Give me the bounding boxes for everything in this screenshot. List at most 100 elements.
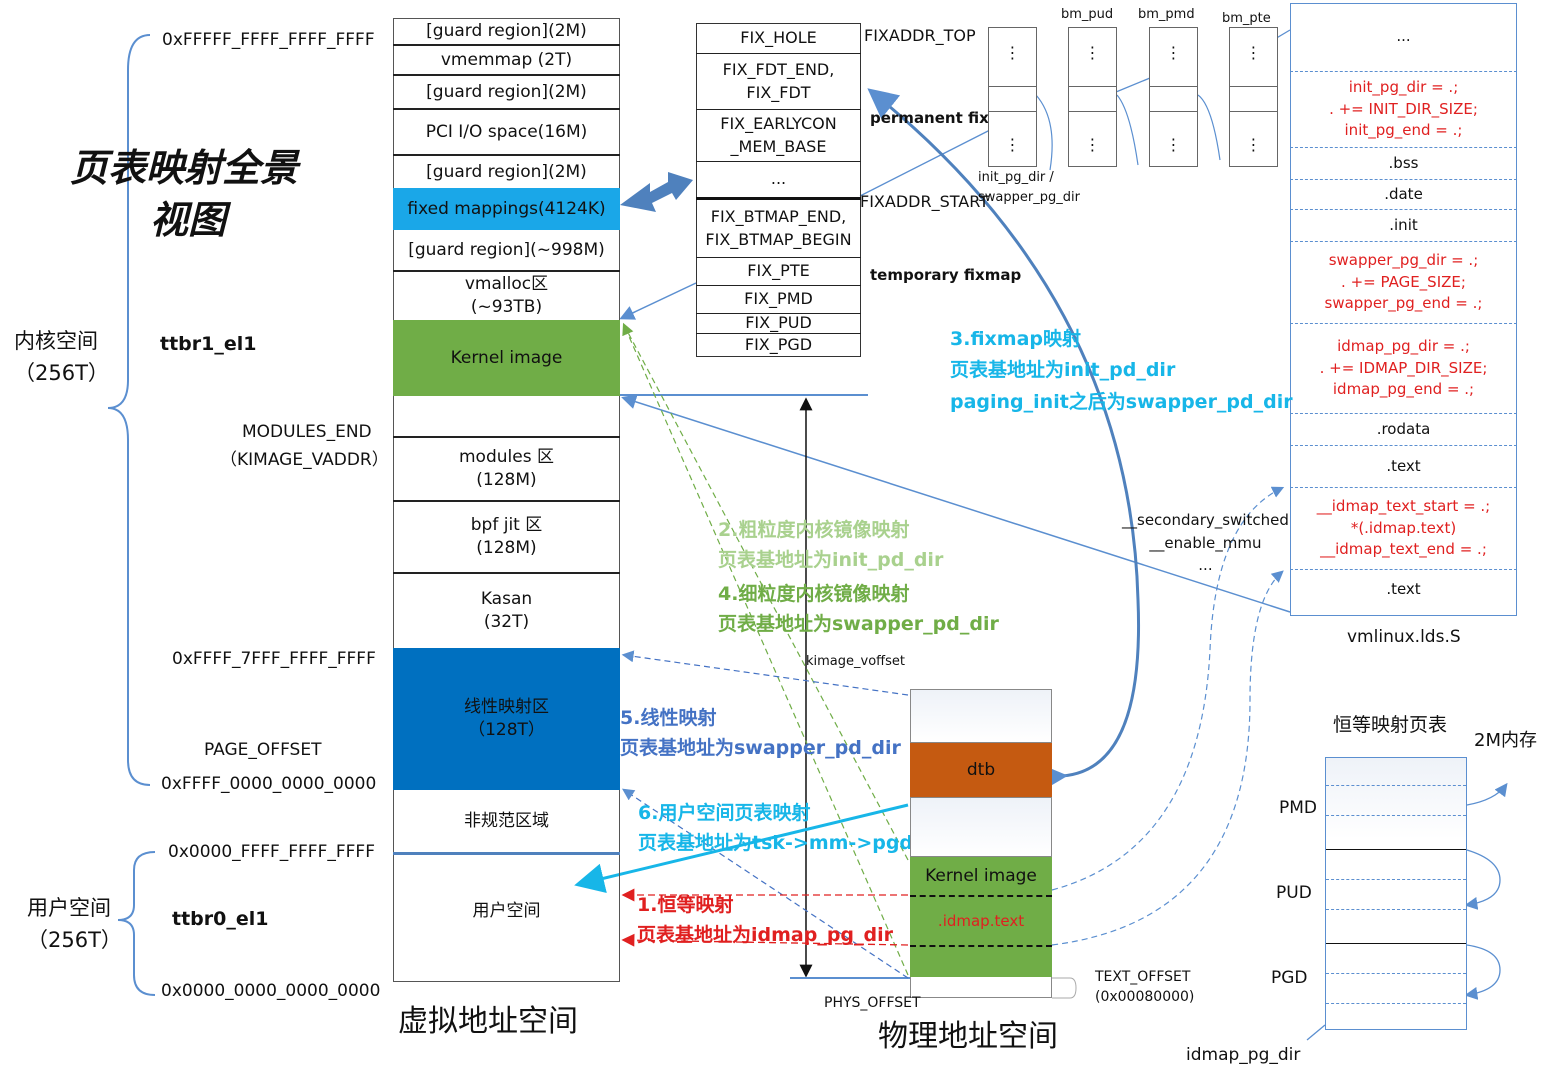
fixmap-double-arrow	[620, 172, 693, 212]
phys-dtb: dtb	[910, 743, 1052, 797]
fixmap-curve	[867, 88, 1141, 793]
lds-caption: vmlinux.lds.S	[1347, 627, 1461, 647]
divider	[1326, 943, 1466, 944]
annotation-coarse-mapping: 2.粗粒度内核镜像映射 页表基地址为init_pd_dir	[718, 519, 944, 572]
lds-row-init: .init	[1290, 209, 1517, 241]
dots: ⋮	[1004, 135, 1021, 154]
vregion-guard-1: [guard region](2M)	[393, 18, 620, 44]
pud-label: PUD	[1276, 883, 1312, 903]
kimage-voffset-label: kimage_voffset	[806, 654, 905, 669]
dots: ⋮	[1004, 43, 1021, 62]
vregion-fixed-mappings: fixed mappings(4124K)	[393, 188, 620, 230]
vregion-vmalloc: vmalloc区 (~93TB)	[393, 270, 620, 320]
annotation-fine-mapping: 4.细粒度内核镜像映射 页表基地址为swapper_pd_dir	[718, 583, 999, 636]
bm-pud-table: ⋮ ⋮	[1068, 27, 1117, 167]
identity-table	[1325, 757, 1467, 1030]
entry	[1230, 86, 1277, 112]
dots: ⋮	[1245, 135, 1262, 154]
vregion-kernel-image: Kernel image	[393, 320, 620, 396]
vregion-guard-2: [guard region](2M)	[393, 74, 620, 108]
dots: ⋮	[1165, 43, 1182, 62]
annotation-identity-mapping: 1.恒等映射 页表基地址为idmap_pg_dir	[637, 894, 894, 947]
lds-row-date: .date	[1290, 179, 1517, 209]
divider	[1326, 1003, 1466, 1004]
vregion-user-space: 用户空间	[393, 852, 620, 968]
vregion-non-canonical: 非规范区域	[464, 810, 549, 831]
fixmap-row-pud: FIX_PUD	[696, 313, 861, 333]
pgd-label: PGD	[1271, 968, 1308, 988]
dots: ⋮	[1165, 135, 1182, 154]
phys-kernel-image: Kernel image	[910, 857, 1052, 897]
lds-row-bss: .bss	[1290, 147, 1517, 179]
divider	[1326, 909, 1466, 910]
ttbr0-label: ttbr0_el1	[172, 908, 269, 930]
bm-pte-label: bm_pte	[1222, 11, 1271, 26]
addr-user-top: 0x0000_FFFF_FFFF_FFFF	[168, 842, 375, 862]
phys-idmap-text: .idmap.text	[910, 897, 1052, 947]
fixmap-row-ellipsis: ...	[696, 161, 861, 197]
lds-row-text-2: .text	[1290, 569, 1517, 609]
fixmap-row-btmap: FIX_BTMAP_END, FIX_BTMAP_BEGIN	[696, 197, 861, 257]
phys-kernel-tail	[910, 947, 1052, 977]
vregion-modules: modules 区 (128M)	[393, 436, 620, 500]
entry	[1150, 86, 1197, 112]
dots: ⋮	[1084, 135, 1101, 154]
user-space-size: （256T）	[27, 928, 122, 952]
permanent-fixmap-label: permanent fixm	[870, 109, 1005, 127]
annotation-fixmap: 3.fixmap映射 页表基地址为init_pd_dir paging_init…	[950, 328, 1293, 413]
addr-top: 0xFFFFF_FFFF_FFFF_FFFF	[162, 30, 375, 50]
divider	[1326, 785, 1466, 786]
vregion-guard-3: [guard region](2M)	[393, 154, 620, 188]
annotation-linear-mapping: 5.线性映射 页表基地址为swapper_pd_dir	[620, 707, 901, 760]
vregion-guard-4: [guard region](~998M)	[408, 239, 605, 260]
fixmap-row-pte: FIX_PTE	[696, 257, 861, 285]
phys-offset-label: PHYS_OFFSET	[824, 995, 921, 1011]
annotation-user-mapping: 6.用户空间页表映射 页表基地址为tsk->mm->pgd	[638, 802, 914, 855]
user-space-label: 用户空间	[27, 896, 111, 920]
divider	[1326, 815, 1466, 816]
lds-row-ellipsis: ...	[1396, 27, 1411, 46]
lds-row-init-pg-dir: init_pg_dir = .; . += INIT_DIR_SIZE; ini…	[1290, 71, 1517, 147]
temporary-fixmap-label: temporary fixmap	[870, 266, 1022, 284]
entry	[989, 86, 1036, 112]
vregion-linear-map: 线性映射区 （128T）	[393, 648, 620, 790]
virtual-caption: 虚拟地址空间	[398, 1004, 578, 1039]
fixmap-row-pgd: FIX_PGD	[696, 333, 861, 357]
kernel-space-label: 内核空间	[14, 329, 98, 353]
addr-kimage-vaddr: （KIMAGE_VADDR）	[220, 450, 389, 470]
diagram-title: 页表映射全景	[70, 146, 299, 190]
kernel-space-brace	[107, 34, 151, 786]
bm-pud-label: bm_pud	[1061, 7, 1114, 22]
user-space-brace	[117, 851, 156, 996]
bm-pte-table: ⋮ ⋮	[1229, 27, 1278, 167]
addr-modules-end: MODULES_END	[242, 422, 372, 442]
divider	[1326, 973, 1466, 974]
addr-page-offset: PAGE_OFFSET	[204, 740, 322, 760]
kernel-space-size: （256T）	[14, 361, 109, 385]
vregion-pci-io: PCI I/O space(16M)	[393, 108, 620, 154]
bm-pmd-label: bm_pmd	[1138, 7, 1195, 22]
pgd-table: ⋮ ⋮	[988, 27, 1037, 167]
phys-top-area	[910, 689, 1052, 743]
vregion-bpf-jit: bpf jit 区 (128M)	[393, 500, 620, 572]
addr-kernel-bottom: 0xFFFF_0000_0000_0000	[161, 774, 377, 794]
vregion-blank	[393, 396, 620, 436]
identity-table-title: 恒等映射页表	[1333, 714, 1448, 736]
dots: ⋮	[1084, 43, 1101, 62]
lds-row-text: .text	[1290, 445, 1517, 487]
addr-linear-top: 0xFFFF_7FFF_FFFF_FFFF	[172, 649, 376, 669]
divider	[1326, 849, 1466, 850]
fixmap-row-earlycon: FIX_EARLYCON _MEM_BASE	[696, 109, 861, 161]
divider	[1326, 879, 1466, 880]
bm-pmd-table: ⋮ ⋮	[1149, 27, 1198, 167]
fixaddr-start-label: FIXADDR_START	[860, 192, 989, 211]
fixmap-row-fdt: FIX_FDT_END, FIX_FDT	[696, 53, 861, 109]
lds-row-rodata: .rodata	[1290, 413, 1517, 445]
lds-table	[1290, 3, 1517, 616]
lds-row-swapper-pg-dir: swapper_pg_dir = .; . += PAGE_SIZE; swap…	[1290, 241, 1517, 323]
entry	[1069, 86, 1116, 112]
phys-free-area	[910, 797, 1052, 857]
fixmap-row-pmd: FIX_PMD	[696, 285, 861, 313]
lds-row-idmap-pg-dir: idmap_pg_dir = .; . += IDMAP_DIR_SIZE; i…	[1290, 323, 1517, 413]
